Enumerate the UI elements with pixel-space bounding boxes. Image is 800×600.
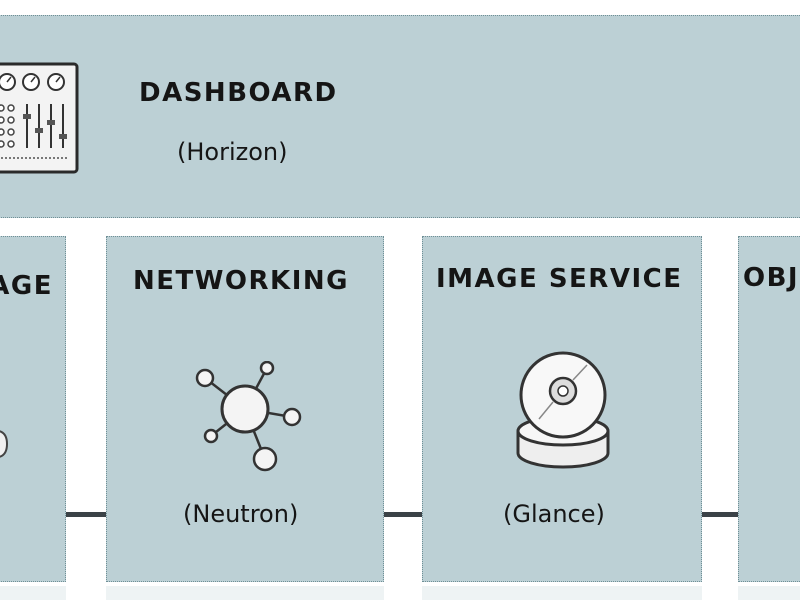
disk-image-icon xyxy=(513,347,613,479)
control-panel-icon xyxy=(0,62,81,178)
network-node-icon xyxy=(189,360,309,481)
storage-icon xyxy=(0,429,9,463)
bottom-strip xyxy=(738,586,800,600)
dashboard-subtitle: (Horizon) xyxy=(177,138,288,166)
storage-panel: AGE xyxy=(0,236,66,582)
connector-storage-networking xyxy=(66,512,106,517)
bottom-strip xyxy=(106,586,384,600)
object-storage-title: OBJ xyxy=(743,263,800,293)
bottom-strip xyxy=(0,586,66,600)
dashboard-panel: DASHBOARD (Horizon) xyxy=(0,15,800,218)
image-service-title: IMAGE SERVICE xyxy=(436,264,683,294)
networking-title: NETWORKING xyxy=(133,266,349,296)
bottom-strip xyxy=(422,586,702,600)
object-storage-panel: OBJ xyxy=(738,236,800,582)
image-service-panel: IMAGE SERVICE (Glance) xyxy=(422,236,702,582)
networking-subtitle: (Neutron) xyxy=(183,500,299,528)
image-service-subtitle: (Glance) xyxy=(503,500,605,528)
connector-image-object xyxy=(702,512,738,517)
connector-networking-image xyxy=(384,512,422,517)
storage-title: AGE xyxy=(0,271,53,301)
networking-panel: NETWORKING (Neutron) xyxy=(106,236,384,582)
dashboard-title: DASHBOARD xyxy=(139,78,338,108)
